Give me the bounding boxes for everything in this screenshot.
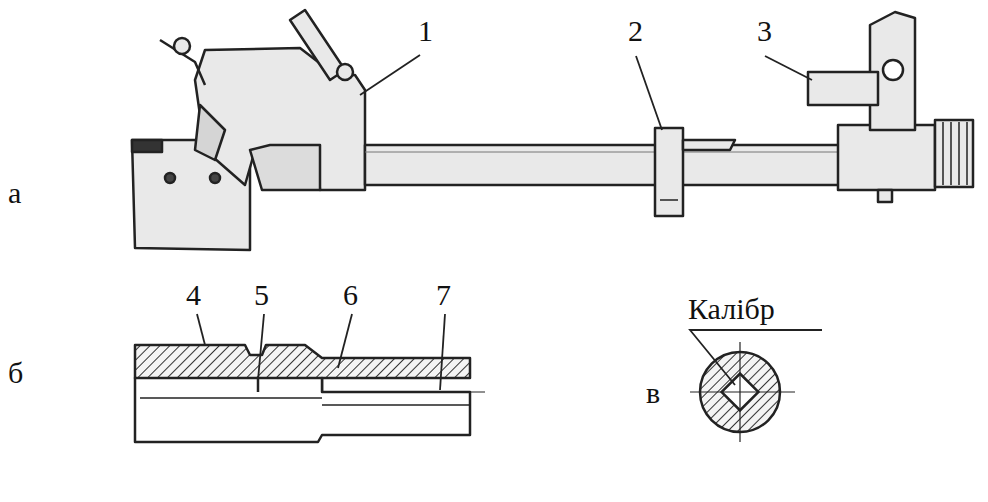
- callout-number: 6: [343, 278, 358, 311]
- part-label: Калібр: [688, 292, 775, 325]
- callout-number: 2: [628, 14, 643, 47]
- figure-letter: а: [8, 176, 21, 209]
- figure-letter: в: [646, 376, 660, 409]
- callout-number: 3: [757, 14, 772, 47]
- callout-number: 4: [186, 278, 201, 311]
- callout-number: 7: [436, 278, 451, 311]
- callout-number: 1: [418, 14, 433, 47]
- callout-number: 5: [254, 278, 269, 311]
- figure-letter: б: [8, 356, 23, 389]
